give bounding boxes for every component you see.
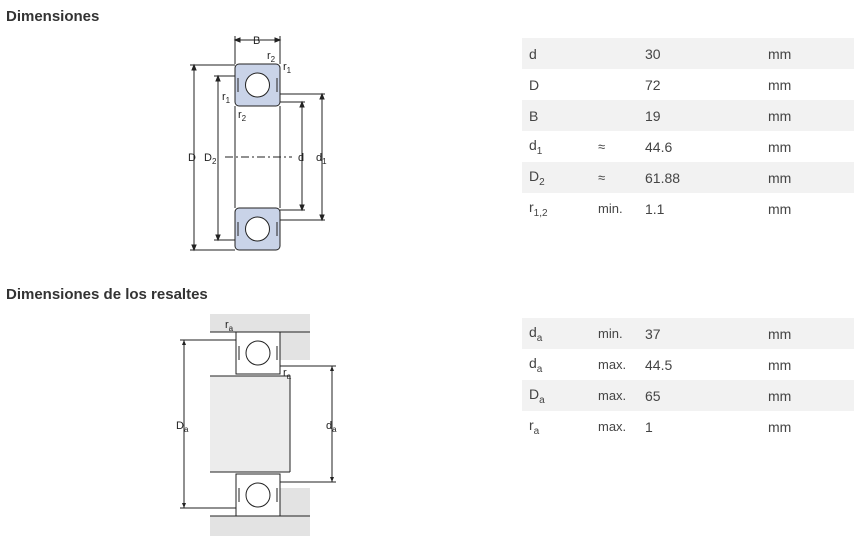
dimension-unit: mm [761,100,854,131]
dimension-unit: mm [761,162,854,193]
dimension-unit: mm [768,356,792,373]
dimension-unit: mm [768,200,792,217]
symbol-subscript: 2 [539,176,545,188]
value-qualifier: max. [598,357,627,372]
section-heading-abutment: Dimensiones de los resaltes [6,286,208,303]
symbol-letter: D [529,167,540,184]
symbol-letter: d [529,45,537,62]
dimension-symbol: D [522,69,591,100]
dimension-value: 61.88 [638,162,761,193]
dimension-value: 37 [638,318,761,349]
symbol-subscript: 1 [536,145,543,157]
dimension-symbol: ra [522,411,591,442]
dimension-unit: mm [768,138,792,155]
table-row: d1 ≈44.6 mm [522,131,854,162]
dimension-unit: mm [761,38,854,69]
dimension-value: 1.1 [645,200,665,217]
symbol-subscript: a [536,363,543,375]
symbol-letter: d [529,136,537,153]
dimension-unit: mm [768,76,792,93]
dimension-symbol: da [522,318,591,349]
symbol-letter: D [529,76,540,93]
label-B: B [253,35,260,47]
label-ra-right: ra [283,367,292,381]
dimension-unit: mm [768,418,792,435]
dimension-symbol: D2 [522,162,591,193]
dimension-value: 19 [638,100,761,131]
label-d1: d1 [316,152,327,166]
dimension-value: 44.5 [645,356,673,373]
table-row: da max. 44.5 mm [522,349,854,380]
section-heading-dimensions: Dimensiones [6,8,100,25]
symbol-subscript: a [539,394,545,406]
dimension-symbol: da [522,349,591,380]
value-qualifier [591,100,638,131]
value-qualifier: min. [591,318,638,349]
symbol-letter: B [529,107,539,124]
table-row: D 72 mm [522,69,854,100]
dimension-value: 72 [645,76,661,93]
label-ra-top: ra [225,319,234,333]
abutment-dimensions-diagram: ra ra Da da [170,312,350,543]
value-qualifier: max. [598,419,627,434]
bearing-dimensions-diagram: B r2 r1 r1 r2 D D2 d d1 [180,30,340,261]
symbol-letter: d [529,323,537,340]
table-row: r1,2 min. 1.1 mm [522,193,854,224]
symbol-letter: D [529,385,540,402]
label-r1-left: r1 [222,91,231,105]
value-qualifier: ≈ [591,162,638,193]
dimension-value: 30 [638,38,761,69]
symbol-letter: d [529,354,537,371]
symbol-subscript: a [533,425,540,437]
value-qualifier: max. [591,380,638,411]
dimension-unit: mm [761,318,854,349]
dimension-unit: mm [761,380,854,411]
dimension-symbol: d [522,38,591,69]
dimension-value: 1 [645,418,653,435]
label-D2: D2 [204,152,217,166]
value-qualifier [591,69,638,100]
value-qualifier: ≈ [598,139,606,154]
label-r2-top: r2 [267,50,276,64]
label-r2-left: r2 [238,109,247,123]
table-row: ra max. 1 mm [522,411,854,442]
symbol-subscript: a [536,332,543,344]
label-Da: Da [176,420,189,434]
dimension-value: 44.6 [645,138,673,155]
symbol-letter: r [529,416,534,433]
label-da: da [326,420,337,434]
dimension-symbol: r1,2 [522,193,591,224]
dimension-symbol: d1 [522,131,591,162]
dimension-symbol: Da [522,380,591,411]
label-d: d [298,152,304,164]
value-qualifier [591,38,638,69]
symbol-letter: r [529,198,534,215]
label-r1-right: r1 [283,61,292,75]
dimension-value: 65 [638,380,761,411]
symbol-subscript: 1,2 [533,207,548,219]
dimension-symbol: B [522,100,591,131]
value-qualifier: min. [598,201,623,216]
label-D: D [188,152,196,164]
